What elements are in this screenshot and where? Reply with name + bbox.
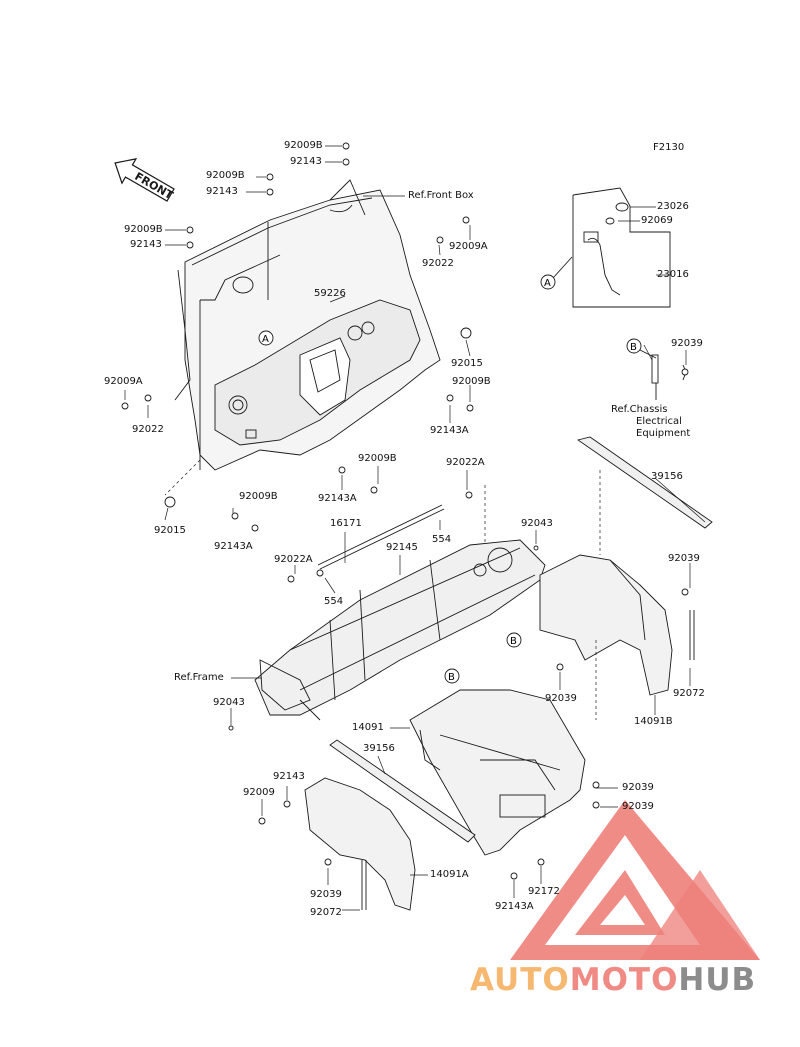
label-92009B-mid: 92009B: [358, 453, 397, 464]
ref-letter-a-right: A: [544, 278, 551, 289]
label-92009B-right: 92009B: [452, 376, 491, 387]
label-ref-chassis-2: Electrical: [636, 416, 682, 427]
label-554-b: 554: [324, 596, 344, 607]
side-guard-14091B: [539, 554, 695, 696]
label-92022-left: 92022: [132, 424, 164, 435]
label-92143-low: 92143: [273, 771, 305, 782]
ref-circle-a-left: [258, 330, 274, 346]
ref-circle-b-mid: [506, 632, 522, 648]
ref-letter-b-right: B: [630, 342, 637, 353]
label-ref-chassis-1: Ref.Chassis: [611, 404, 668, 415]
ref-letter-b-low: B: [448, 672, 455, 683]
label-92009A-left: 92009A: [104, 376, 143, 387]
label-92039-b: 92039: [671, 338, 703, 349]
label-92143-left: 92143: [130, 239, 162, 250]
label-92143A-low: 92143A: [214, 541, 253, 552]
seal-strip-right: [576, 436, 713, 529]
brand-part-moto: MOTO: [569, 962, 679, 998]
center-frame: [254, 504, 546, 721]
label-39156-right: 39156: [651, 471, 683, 482]
label-92015-left: 92015: [154, 525, 186, 536]
label-92143-2: 92143: [206, 186, 238, 197]
label-39156-left: 39156: [363, 743, 395, 754]
label-92143A-bottom: 92143A: [495, 901, 534, 912]
skid-plate-14091: [409, 689, 586, 856]
leader-lines: [124, 145, 706, 911]
label-92069: 92069: [641, 215, 673, 226]
label-92009B-2: 92009B: [206, 170, 245, 181]
figure-code: F2130: [653, 142, 685, 153]
label-92072-bl: 92072: [310, 907, 342, 918]
label-92015-right: 92015: [451, 358, 483, 369]
brand-part-auto: AUTO: [470, 962, 570, 998]
label-92009B-top: 92009B: [284, 140, 323, 151]
side-guard-14091A: [304, 739, 476, 911]
brand-watermark: AUTOMOTOHUB: [470, 962, 756, 998]
ref-circle-b-right: [626, 338, 642, 354]
label-92043-left: 92043: [213, 697, 245, 708]
ref-circle-b-low: [444, 668, 460, 684]
label-92039-mid: 92039: [545, 693, 577, 704]
fasteners: [121, 142, 689, 880]
watermark-logo: [510, 800, 760, 960]
label-92043-top: 92043: [521, 518, 553, 529]
label-92145: 92145: [386, 542, 418, 553]
label-92009B-left: 92009B: [124, 224, 163, 235]
label-ref-frame: Ref.Frame: [174, 672, 224, 683]
label-92039-r2: 92039: [622, 782, 654, 793]
ref-letter-b-mid: B: [510, 636, 517, 647]
label-16171: 16171: [330, 518, 362, 529]
label-92022-top: 92022: [422, 258, 454, 269]
label-92039-r3: 92039: [622, 801, 654, 812]
label-554-a: 554: [432, 534, 452, 545]
label-14091: 14091: [352, 722, 384, 733]
label-59226: 59226: [314, 288, 346, 299]
bracket-a-23016: [552, 187, 671, 308]
label-92009A-top: 92009A: [449, 241, 488, 252]
label-14091B: 14091B: [634, 716, 673, 727]
brand-part-hub: HUB: [678, 962, 757, 998]
label-92022A-left: 92022A: [274, 554, 313, 565]
label-23016: 23016: [657, 269, 689, 280]
label-92022A-top: 92022A: [446, 457, 485, 468]
label-92009B-low: 92009B: [239, 491, 278, 502]
label-92039-bl: 92039: [310, 889, 342, 900]
label-92039-r1: 92039: [668, 553, 700, 564]
instrument-panel-59226: [174, 179, 441, 471]
label-92143-top: 92143: [290, 156, 322, 167]
label-92143A-mid: 92143A: [318, 493, 357, 504]
label-23026: 23026: [657, 201, 689, 212]
label-14091A: 14091A: [430, 869, 469, 880]
label-ref-chassis-3: Equipment: [636, 428, 691, 439]
label-92172: 92172: [528, 886, 560, 897]
label-92143A-right: 92143A: [430, 425, 469, 436]
front-arrow-icon: FRONT: [114, 158, 176, 202]
label-92072-right: 92072: [673, 688, 705, 699]
connector-b: [639, 349, 687, 400]
label-92009-low: 92009: [243, 787, 275, 798]
ref-circle-a-right: [540, 274, 556, 290]
label-ref-front-box: Ref.Front Box: [408, 190, 474, 201]
ref-letter-a-left: A: [262, 334, 269, 345]
